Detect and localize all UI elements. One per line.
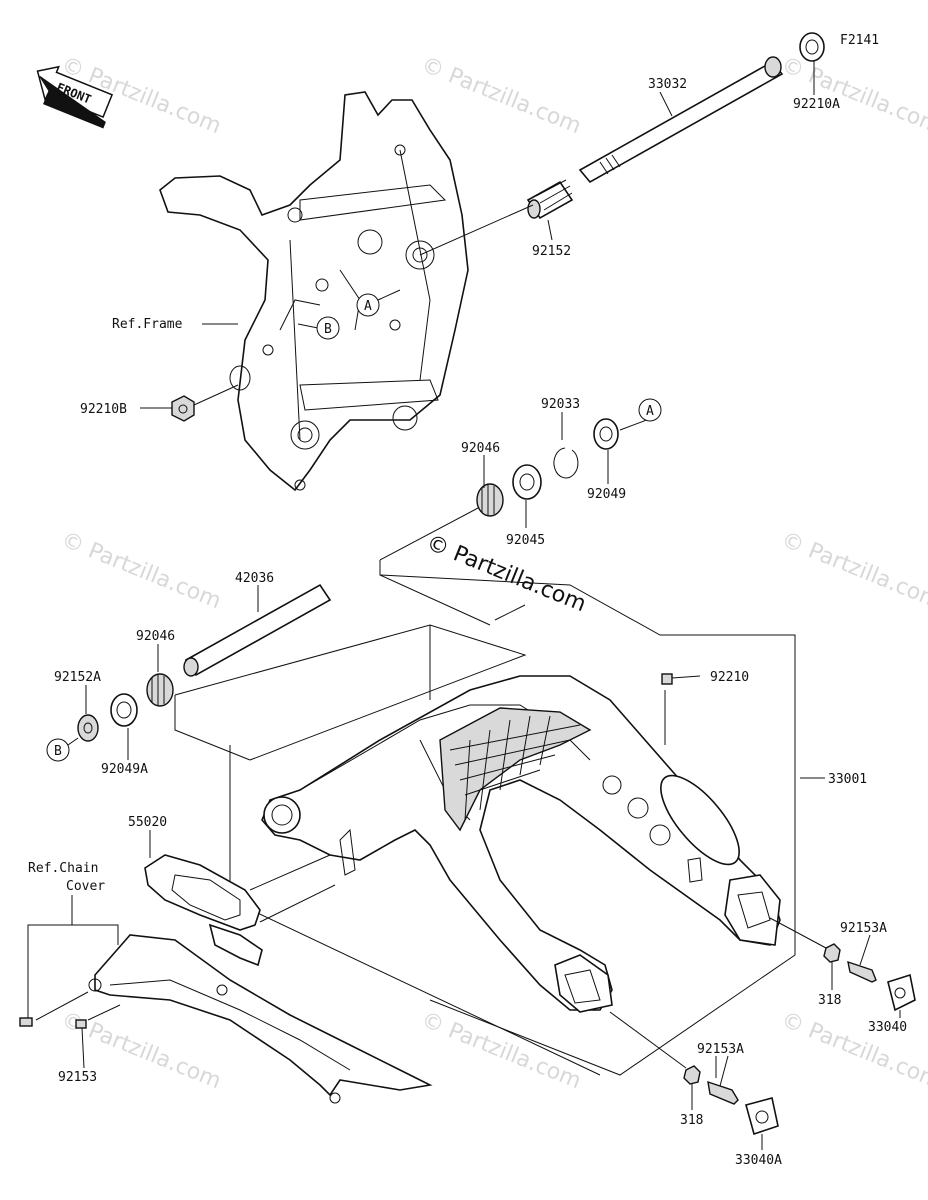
label-92210A: 92210A xyxy=(793,97,840,112)
figure-code: F2141 xyxy=(840,33,879,48)
frame xyxy=(159,91,469,492)
label-cover: Cover xyxy=(66,879,105,894)
callout-label: A xyxy=(364,299,372,314)
label-ref-chain: Ref.Chain xyxy=(28,861,98,876)
label-leaders xyxy=(85,60,825,1078)
label-92033: 92033 xyxy=(541,397,580,412)
label-92152A: 92152A xyxy=(54,670,101,685)
part-labels: 33032 92210A 92152 Ref.Frame 92210B 9203… xyxy=(28,77,907,1168)
label-318: 318 xyxy=(818,993,841,1008)
watermark: © Partzilla.com xyxy=(778,527,928,614)
front-arrow: FRONT xyxy=(36,65,114,129)
nut-318-bottom xyxy=(609,1011,701,1110)
bolt-92153A-bottom xyxy=(707,1055,739,1105)
bearing-92046-left xyxy=(146,673,174,707)
label-92045: 92045 xyxy=(506,533,545,548)
label-33040: 33040 xyxy=(868,1020,907,1035)
label-92210B: 92210B xyxy=(80,402,127,417)
callout-b1: B xyxy=(316,316,340,340)
chain-cover xyxy=(35,934,433,1104)
circlip-92033 xyxy=(553,447,579,479)
nut-92210A xyxy=(799,32,825,62)
callout-label: B xyxy=(324,322,332,337)
callout-a2: A xyxy=(638,398,662,422)
watermark: © Partzilla.com xyxy=(778,52,928,139)
watermark: © Partzilla.com xyxy=(418,52,585,139)
swingarm-33001 xyxy=(261,675,781,1013)
bearing-92045 xyxy=(512,464,542,500)
collar-92152 xyxy=(526,179,574,220)
nut-92210B xyxy=(140,365,251,422)
label-42036: 42036 xyxy=(235,571,274,586)
label-92210: 92210 xyxy=(710,670,749,685)
watermark: © Partzilla.com xyxy=(58,527,225,614)
label-92049: 92049 xyxy=(587,487,626,502)
pivot-shaft-33032 xyxy=(578,56,784,184)
sleeve-42036 xyxy=(183,583,332,677)
ref-chain-bracket xyxy=(27,895,119,1018)
label-92046: 92046 xyxy=(461,441,500,456)
callout-label: A xyxy=(646,404,654,419)
bolt-92153-left xyxy=(19,1017,33,1027)
callout-b2: B xyxy=(46,738,70,762)
bolt-92153A-right xyxy=(847,934,877,983)
label-92153A: 92153A xyxy=(840,921,887,936)
label-33040A: 33040A xyxy=(735,1153,782,1168)
label-92049A: 92049A xyxy=(101,762,148,777)
seal-92049 xyxy=(593,418,619,450)
label-92046: 92046 xyxy=(136,629,175,644)
chain-guide-55020 xyxy=(144,854,336,967)
callout-a1: A xyxy=(356,293,380,317)
bolt-92210 xyxy=(661,673,701,685)
label-33032: 33032 xyxy=(648,77,687,92)
collar-92152A xyxy=(77,714,99,742)
bearing-92046-top xyxy=(476,483,504,517)
bolt-92153 xyxy=(75,1019,87,1069)
seal-92049A xyxy=(110,693,138,727)
callout-label: B xyxy=(54,744,62,759)
label-92153A: 92153A xyxy=(697,1042,744,1057)
block-33040A xyxy=(745,1097,779,1150)
label-92152: 92152 xyxy=(532,244,571,259)
block-33040 xyxy=(887,973,916,1018)
label-ref-frame: Ref.Frame xyxy=(112,317,183,332)
label-92153: 92153 xyxy=(58,1070,97,1085)
label-33001: 33001 xyxy=(828,772,867,787)
nut-318-right xyxy=(769,917,841,990)
label-318: 318 xyxy=(680,1113,703,1128)
label-55020: 55020 xyxy=(128,815,167,830)
